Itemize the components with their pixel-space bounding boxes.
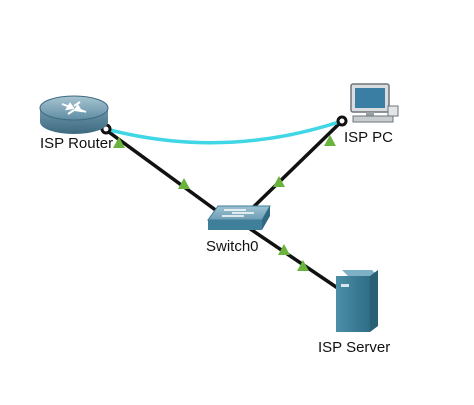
link-up-indicator <box>278 244 290 255</box>
link-up-indicator <box>178 178 190 189</box>
console-cable[interactable] <box>105 119 343 145</box>
link-up-indicator <box>324 135 336 146</box>
router-icon[interactable] <box>39 95 109 134</box>
server-label: ISP Server <box>318 339 391 356</box>
link-up-indicator <box>113 137 125 148</box>
console-port-pc <box>336 115 348 127</box>
link-up-indicator <box>273 176 285 187</box>
pc-label: ISP PC <box>344 129 393 146</box>
server-icon[interactable] <box>336 270 378 332</box>
link-up-indicator <box>297 260 309 271</box>
switch-label: Switch0 <box>206 238 259 255</box>
desktop-pc-icon[interactable] <box>350 83 399 123</box>
router-label: ISP Router <box>40 135 114 152</box>
cable-switch-server[interactable] <box>239 220 343 293</box>
cable-router-switch[interactable] <box>104 128 234 224</box>
switch-icon[interactable] <box>207 205 271 230</box>
cable-pc-switch[interactable] <box>236 119 344 224</box>
